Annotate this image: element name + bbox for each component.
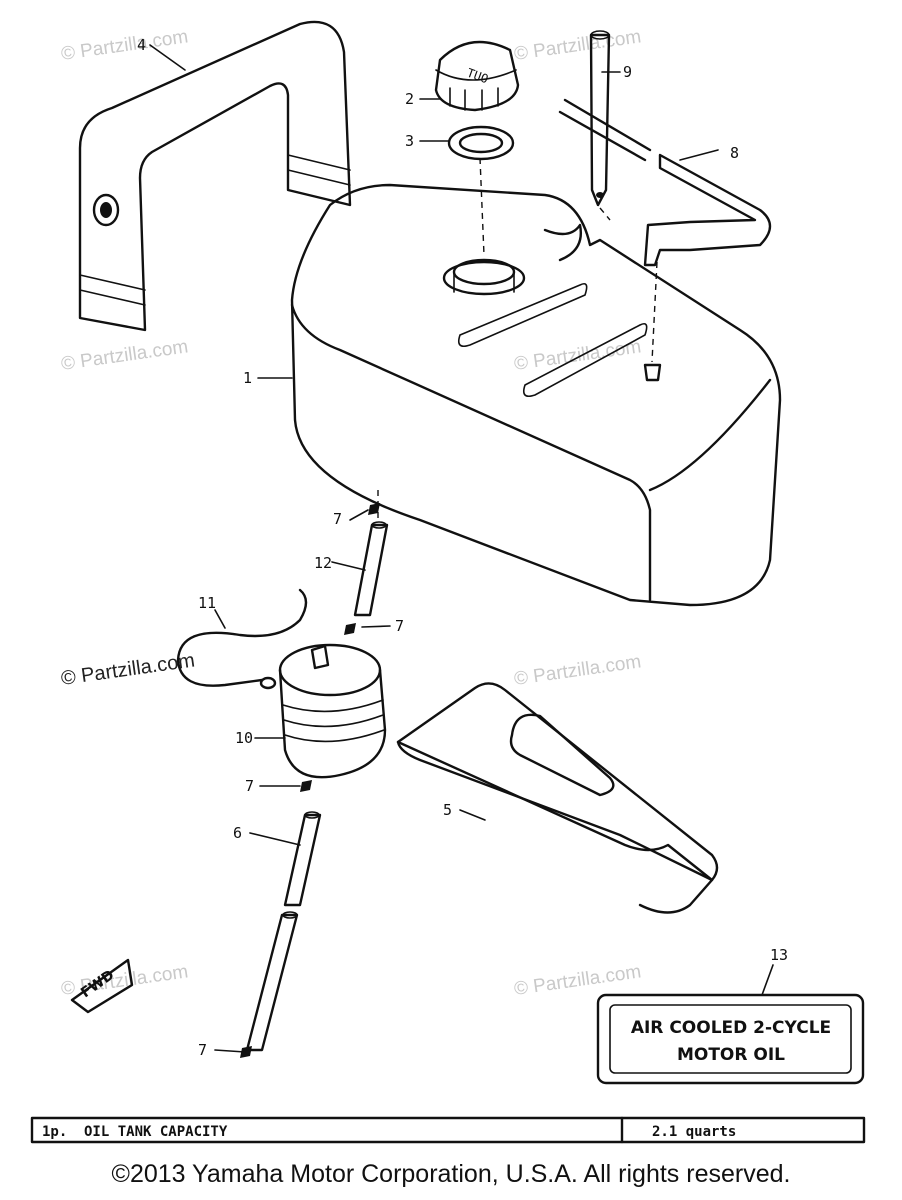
callout-13: 13 — [770, 946, 788, 964]
spec-bar-frame — [30, 1116, 866, 1144]
spec-bar-value: 2.1 quarts — [652, 1124, 736, 1140]
callout-12: 12 — [314, 554, 332, 572]
watermark: © Partzilla.com — [513, 651, 643, 690]
callout-9: 9 — [623, 63, 632, 81]
callout-5: 5 — [443, 801, 452, 819]
callout-4: 4 — [137, 36, 146, 54]
watermark: © Partzilla.com — [60, 649, 197, 690]
part-hose-upper — [344, 503, 389, 635]
watermark: © Partzilla.com — [513, 336, 643, 375]
label-line-1: AIR COOLED 2-CYCLE — [631, 1018, 831, 1038]
watermark: © Partzilla.com — [60, 336, 190, 375]
callout-2: 2 — [405, 90, 414, 108]
callout-8: 8 — [730, 144, 739, 162]
fwd-arrow-label: FWD — [78, 967, 117, 1001]
part-wire-clip — [176, 588, 308, 690]
label-inner-border — [609, 1004, 852, 1074]
label-line-2: MOTOR OIL — [677, 1045, 785, 1065]
part-strap — [78, 20, 352, 332]
part-cap: TUO — [434, 40, 520, 112]
callout-11: 11 — [198, 594, 216, 612]
part-hose-lower — [240, 780, 322, 1058]
watermarks: © Partzilla.com © Partzilla.com © Partzi… — [60, 26, 643, 1000]
callout-7: 7 — [395, 617, 404, 635]
watermark: © Partzilla.com — [513, 26, 643, 65]
callout-6: 6 — [233, 824, 242, 842]
part-filter — [278, 643, 387, 779]
callout-7: 7 — [333, 510, 342, 528]
spec-bar-index: 1p. — [42, 1124, 67, 1140]
part-label-13: AIR COOLED 2-CYCLE MOTOR OIL — [596, 993, 865, 1085]
leader-lines — [149, 44, 774, 1053]
spec-bar: 1p. OIL TANK CAPACITY 2.1 quarts — [30, 1116, 866, 1144]
cap-marking: TUO — [465, 66, 490, 87]
part-vent-rod — [589, 30, 611, 207]
callout-7: 7 — [245, 777, 254, 795]
part-gasket — [447, 125, 515, 161]
callout-1: 1 — [243, 369, 252, 387]
part-vent-hose — [558, 98, 772, 267]
part-oil-tank — [290, 183, 782, 607]
copyright-notice: ©2013 Yamaha Motor Corporation, U.S.A. A… — [111, 1160, 791, 1188]
callout-10: 10 — [235, 729, 253, 747]
part-pad — [396, 682, 719, 914]
callout-7: 7 — [198, 1041, 207, 1059]
spec-bar-label: OIL TANK CAPACITY — [84, 1124, 228, 1140]
label-outer-border — [596, 993, 865, 1085]
callouts: 4 2 3 9 8 1 7 12 7 11 10 7 6 5 7 13 — [137, 36, 788, 1059]
callout-3: 3 — [405, 132, 414, 150]
